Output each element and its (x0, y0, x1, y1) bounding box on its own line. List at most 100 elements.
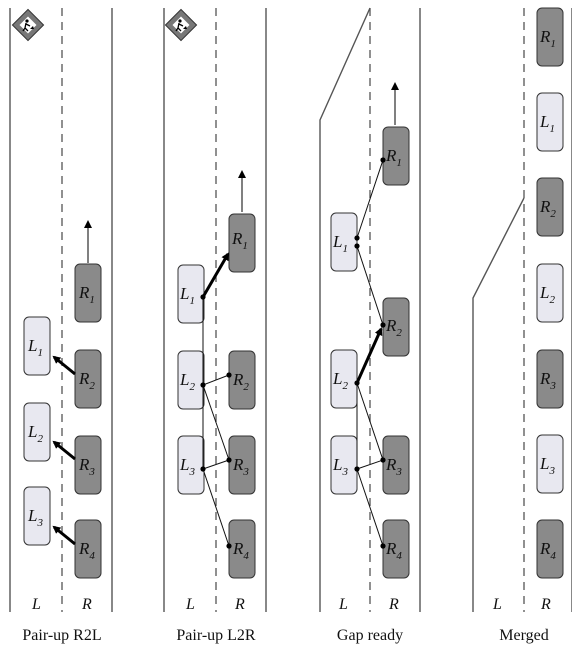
car-subscript: 1 (396, 157, 402, 169)
car-l2: L2 (536, 263, 564, 323)
svg-text:R2: R2 (385, 316, 402, 339)
car-r4: R4 (228, 519, 256, 579)
car-letter: L (27, 336, 37, 355)
car-letter: R (78, 455, 90, 474)
link-line (356, 245, 384, 326)
svg-text:R2: R2 (78, 369, 95, 392)
car-letter: R (385, 455, 397, 474)
svg-text:R4: R4 (78, 539, 95, 562)
car-subscript: 3 (88, 466, 95, 478)
car-subscript: 3 (549, 380, 556, 392)
lane-label-left: L (31, 596, 41, 613)
car-subscript: 2 (243, 381, 249, 393)
car-r4: R4 (74, 519, 102, 579)
link-line (356, 382, 384, 461)
car-letter: R (232, 370, 244, 389)
svg-text:L1: L1 (332, 232, 348, 255)
panel-caption: Pair-up R2L (22, 627, 101, 644)
link-node (380, 543, 386, 549)
car-letter: R (231, 229, 243, 248)
car-subscript: 2 (550, 208, 556, 220)
car-letter: L (27, 506, 37, 525)
car-subscript: 4 (550, 550, 556, 562)
car-subscript: 1 (89, 294, 95, 306)
car-r3: R3 (536, 349, 564, 409)
car-l1: L1 (536, 92, 564, 152)
car-l1: L1 (177, 264, 205, 324)
car-l3: L3 (23, 486, 51, 546)
car-l3: L3 (330, 435, 358, 495)
svg-text:L3: L3 (332, 455, 348, 478)
car-r2: R2 (228, 350, 256, 410)
road-work-sign-icon (164, 8, 198, 42)
car-letter: R (232, 539, 244, 558)
car-subscript: 4 (243, 550, 249, 562)
car-r1: R1 (74, 263, 102, 323)
car-letter: R (78, 369, 90, 388)
road-edge-left (319, 7, 371, 612)
car-l1: L1 (23, 316, 51, 376)
pair-arrow-r2-l1 (52, 355, 76, 376)
svg-text:R2: R2 (232, 370, 249, 393)
link-line (202, 468, 230, 547)
link-node (354, 235, 360, 241)
link-line (356, 468, 384, 547)
svg-text:L2: L2 (332, 369, 348, 392)
svg-text:L2: L2 (27, 422, 43, 445)
car-subscript: 3 (341, 466, 348, 478)
car-letter: L (179, 455, 189, 474)
car-letter: L (332, 369, 342, 388)
svg-text:R4: R4 (539, 539, 556, 562)
car-subscript: 2 (89, 380, 95, 392)
link-node (200, 382, 206, 388)
car-r2: R2 (382, 297, 410, 357)
car-letter: L (539, 454, 549, 473)
car-subscript: 2 (549, 294, 555, 306)
car-subscript: 1 (550, 38, 556, 50)
car-subscript: 3 (395, 466, 402, 478)
link-line (202, 384, 230, 461)
svg-text:R3: R3 (385, 455, 402, 478)
panel-merged: R1 L1 R2 L2 R3 L3 R4 L R Merged (472, 7, 572, 644)
car-r3: R3 (74, 435, 102, 495)
pair-arrow-l2-r2 (355, 327, 383, 384)
svg-text:R1: R1 (385, 146, 402, 169)
car-letter: R (385, 146, 397, 165)
car-subscript: 3 (188, 466, 195, 478)
lane-label-right: R (388, 596, 399, 613)
svg-text:R3: R3 (232, 455, 249, 478)
link-node (354, 243, 360, 249)
car-letter: R (78, 539, 90, 558)
car-subscript: 3 (36, 517, 43, 529)
link-node (226, 457, 232, 463)
car-l3: L3 (536, 434, 564, 494)
car-letter: L (179, 284, 189, 303)
car-letter: R (539, 27, 551, 46)
pair-arrow-r3-l2 (52, 440, 76, 461)
car-letter: L (332, 232, 342, 251)
car-l2: L2 (330, 349, 358, 409)
panel-caption: Merged (499, 627, 548, 644)
panel-caption: Pair-up L2R (176, 627, 256, 644)
car-r1: R1 (228, 213, 256, 273)
link-node (380, 322, 386, 328)
car-subscript: 3 (242, 466, 249, 478)
car-subscript: 2 (342, 380, 348, 392)
car-letter: R (78, 283, 90, 302)
car-subscript: 1 (242, 240, 248, 252)
car-letter: R (385, 539, 397, 558)
car-subscript: 1 (189, 295, 195, 307)
road-work-sign-icon (11, 8, 45, 42)
car-subscript: 2 (37, 433, 43, 445)
car-l3: L3 (177, 435, 205, 495)
lane-label-left: L (338, 596, 348, 613)
link-node (354, 380, 360, 386)
car-subscript: 4 (396, 550, 402, 562)
panel-pair-up-l2r: R1 L1 L2 R2 L3 R3 R4 (163, 8, 267, 644)
car-letter: L (27, 422, 37, 441)
pair-arrow-r4-l3 (52, 525, 76, 546)
link-line (356, 159, 384, 239)
car-letter: R (539, 197, 551, 216)
svg-text:L3: L3 (27, 506, 43, 529)
panel-pair-up-r2l: R1 L1 R2 L2 R3 L3 R4 L R Pai (9, 8, 113, 644)
